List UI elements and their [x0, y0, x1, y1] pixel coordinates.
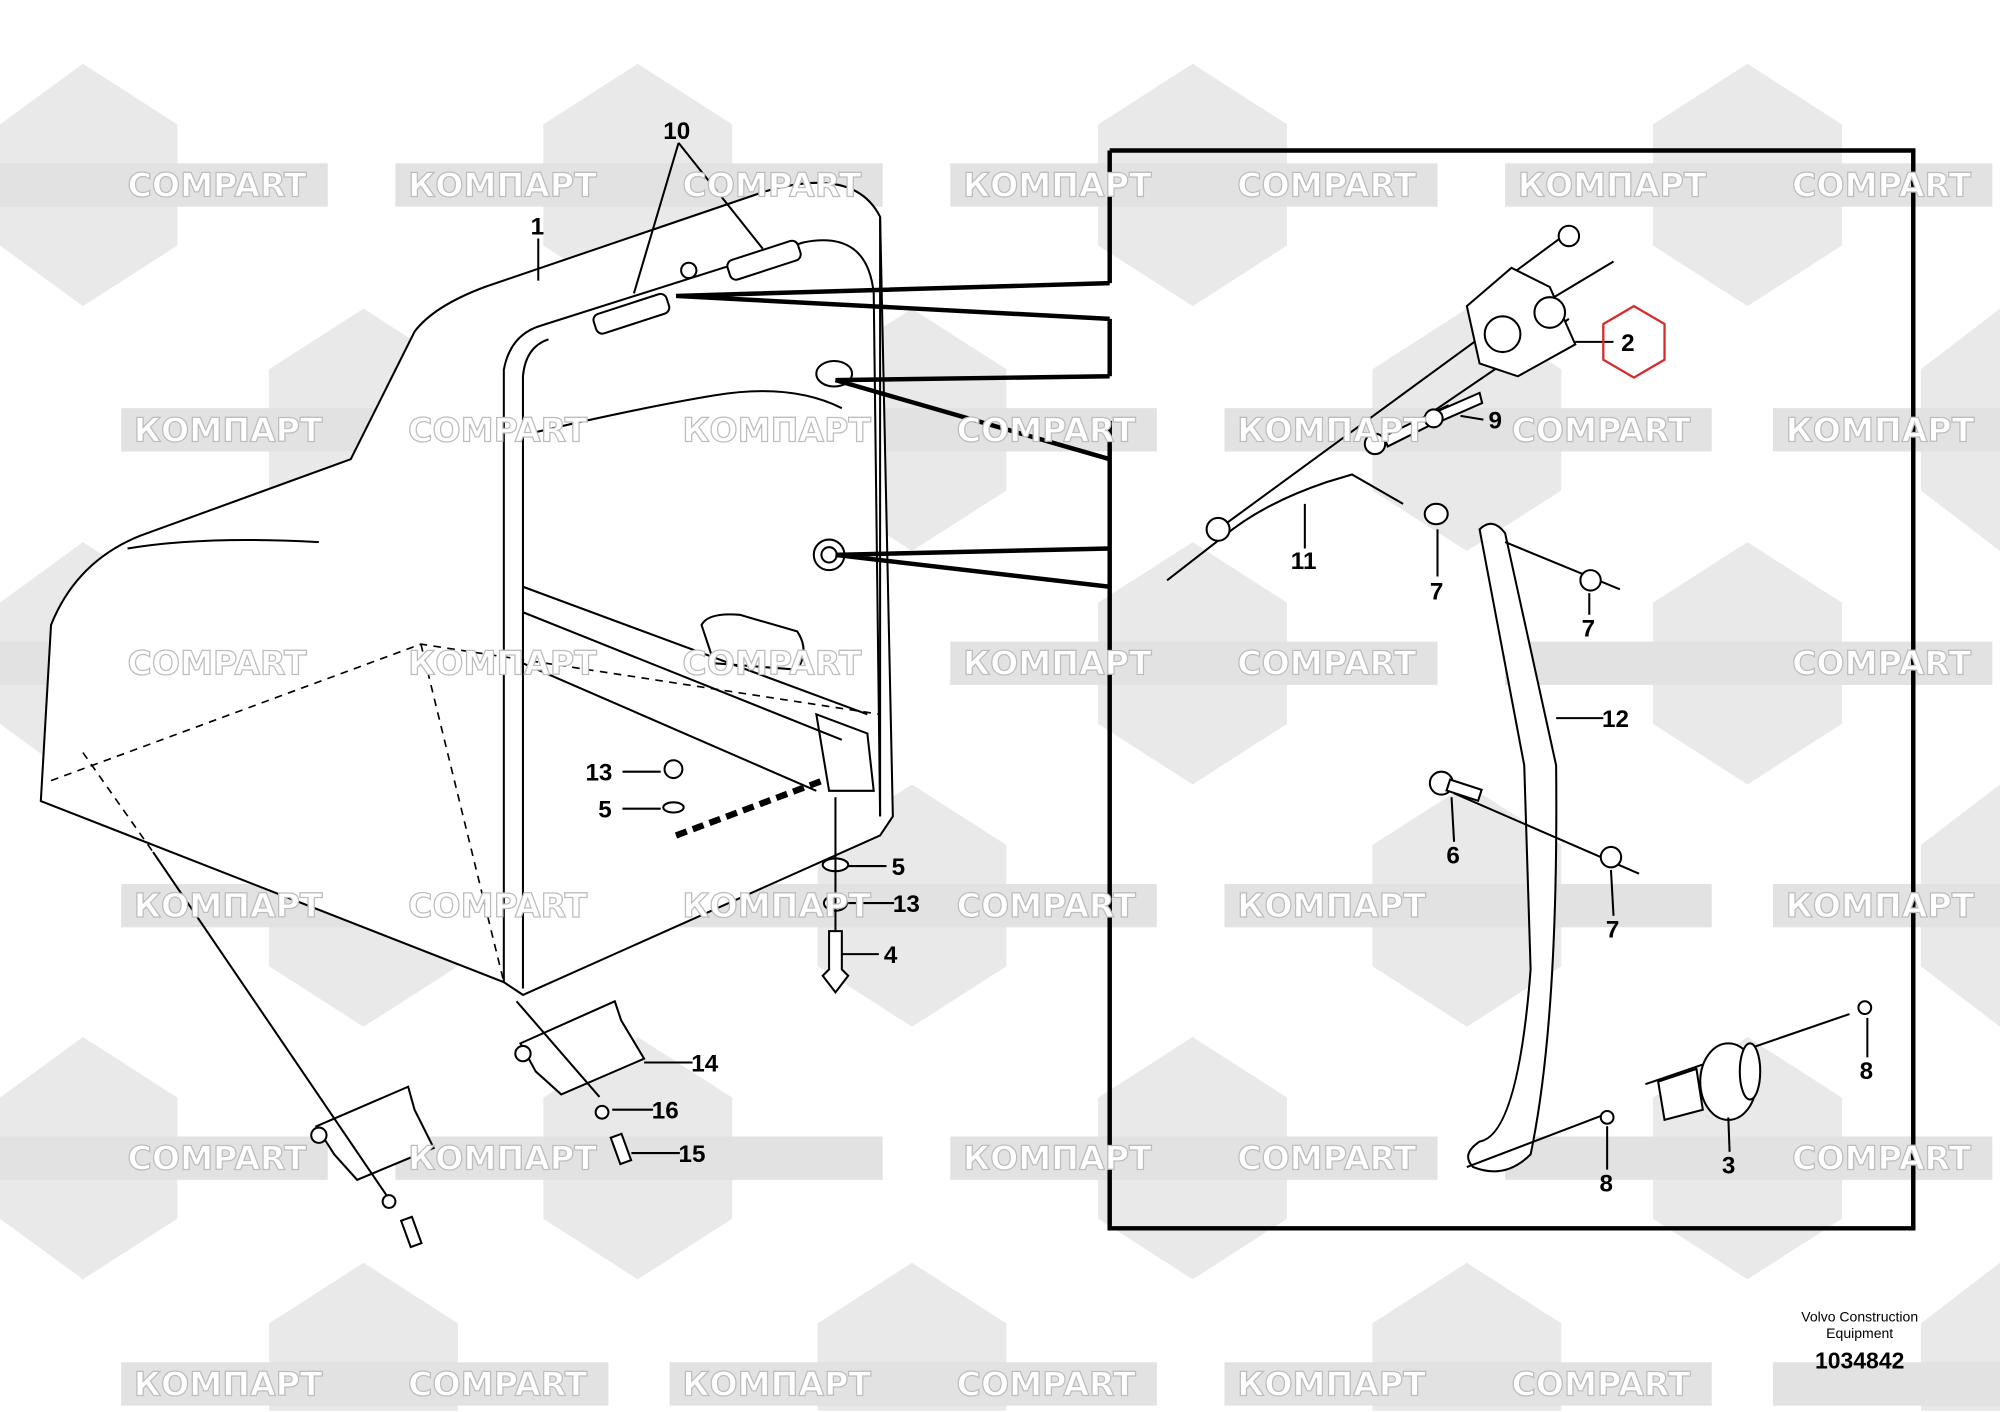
watermark-text-right: COMPART: [682, 165, 861, 204]
watermark-text-left: КОМПАРТ: [682, 886, 871, 925]
watermark-text-right: COMPART: [957, 410, 1136, 449]
watermark-text-left: КОМПАРТ: [408, 1139, 597, 1178]
watermark-text-right: COMPART: [128, 1139, 307, 1178]
watermark-text-left: КОМПАРТ: [1518, 165, 1707, 204]
door-panel: [39, 181, 894, 997]
watermark-text-left: КОМПАРТ: [1237, 1364, 1426, 1403]
callouts: 10 1 2 9 11 7 7 12 13 5 6 5 13 7 4 14 8 …: [531, 118, 1874, 1197]
watermark-text-layer: COMPART КОМПАРТ COMPART КОМПАРТ COMPART КОМПА…: [127, 165, 1975, 1404]
watermark-band: [1224, 883, 1712, 928]
watermark-band: [1224, 408, 1712, 452]
watermark-text-right: COMPART: [128, 644, 307, 683]
watermark-text-right: COMPART: [1511, 1364, 1690, 1403]
highlight-hexagon: [1602, 304, 1666, 379]
watermark-band: [1224, 1362, 1712, 1406]
callout-label[interactable]: 13: [893, 891, 920, 918]
watermark-text-right: COMPART: [1511, 410, 1690, 449]
hinges: [152, 759, 850, 1249]
callout-label[interactable]: 8: [1599, 1170, 1612, 1197]
callout-label[interactable]: 11: [1291, 548, 1317, 575]
watermark-band: [121, 1362, 609, 1406]
watermark-text-right: COMPART: [1792, 644, 1971, 683]
watermark-text-right: COMPART: [957, 1364, 1136, 1403]
callout-label[interactable]: 12: [1602, 706, 1629, 733]
watermark-text-right: COMPART: [128, 165, 307, 204]
watermark-band: [0, 163, 328, 207]
watermark-text-left: КОМПАРТ: [682, 1364, 871, 1403]
callout-label[interactable]: 7: [1606, 917, 1619, 944]
callout-label[interactable]: 7: [1430, 578, 1443, 605]
callout-label[interactable]: 2: [1621, 330, 1634, 357]
callout-label[interactable]: 3: [1722, 1152, 1735, 1179]
watermark-text-left: КОМПАРТ: [963, 644, 1152, 683]
watermark-text-left: КОМПАРТ: [408, 644, 597, 683]
watermark-text-right: COMPART: [1792, 165, 1971, 204]
callout-label[interactable]: 5: [598, 797, 611, 824]
callout-label[interactable]: 16: [652, 1098, 679, 1125]
callout-label[interactable]: 9: [1489, 408, 1502, 435]
watermark-text-right: COMPART: [408, 1364, 587, 1403]
brand-line-1: Volvo Construction: [1801, 1308, 1918, 1324]
watermark-band: [0, 1136, 328, 1180]
watermark-band: [1772, 1362, 2000, 1406]
watermark-text-left: КОМПАРТ: [963, 165, 1152, 204]
callout-label[interactable]: 10: [663, 118, 690, 145]
footer: Volvo Construction Equipment 1034842: [1801, 1308, 1918, 1373]
watermark-text-right: COMPART: [408, 886, 587, 925]
watermark-band: [1772, 883, 2000, 928]
drawing-number: 1034842: [1815, 1348, 1904, 1374]
brand-line-2: Equipment: [1826, 1325, 1893, 1341]
watermark-text-right: COMPART: [408, 410, 587, 449]
watermark-band: [669, 1362, 1157, 1406]
watermark-text-right: COMPART: [682, 644, 861, 683]
watermark-text-left: КОМПАРТ: [1237, 410, 1426, 449]
watermark-text-right: COMPART: [1237, 644, 1416, 683]
callout-label[interactable]: 13: [585, 760, 612, 787]
watermark-text-left: КОМПАРТ: [1786, 410, 1975, 449]
watermark-text-left: КОМПАРТ: [134, 886, 323, 925]
watermark-text-left: КОМПАРТ: [963, 1139, 1152, 1178]
watermark-text-right: COMPART: [1237, 1139, 1416, 1178]
watermark-text-left: КОМПАРТ: [134, 1364, 323, 1403]
watermark-text-right: COMPART: [1237, 165, 1416, 204]
watermark-text-left: КОМПАРТ: [1237, 886, 1426, 925]
callout-label[interactable]: 15: [679, 1141, 706, 1168]
watermark-band: [950, 1136, 1438, 1180]
watermark-text-left: КОМПАРТ: [682, 410, 871, 449]
watermark-text-right: COMPART: [1792, 1139, 1971, 1178]
callout-label[interactable]: 5: [892, 854, 905, 881]
watermark-text-left: КОМПАРТ: [408, 165, 597, 204]
watermark-band: [1772, 408, 2000, 452]
leader-lines: [537, 142, 1869, 1170]
watermark-band: [395, 1136, 883, 1180]
callout-label[interactable]: 4: [884, 942, 898, 969]
watermark-band: [950, 163, 1438, 207]
watermark-text-right: COMPART: [957, 886, 1136, 925]
callout-label[interactable]: 14: [691, 1050, 718, 1077]
callout-label[interactable]: 7: [1582, 615, 1595, 642]
detail-view: [675, 148, 1916, 1231]
watermark-text-left: КОМПАРТ: [1786, 886, 1975, 925]
watermark-band: [950, 641, 1438, 685]
callout-label[interactable]: 8: [1860, 1058, 1873, 1085]
callout-label[interactable]: 6: [1446, 843, 1459, 870]
callout-label[interactable]: 1: [531, 214, 544, 241]
watermark-text-left: КОМПАРТ: [134, 410, 323, 449]
